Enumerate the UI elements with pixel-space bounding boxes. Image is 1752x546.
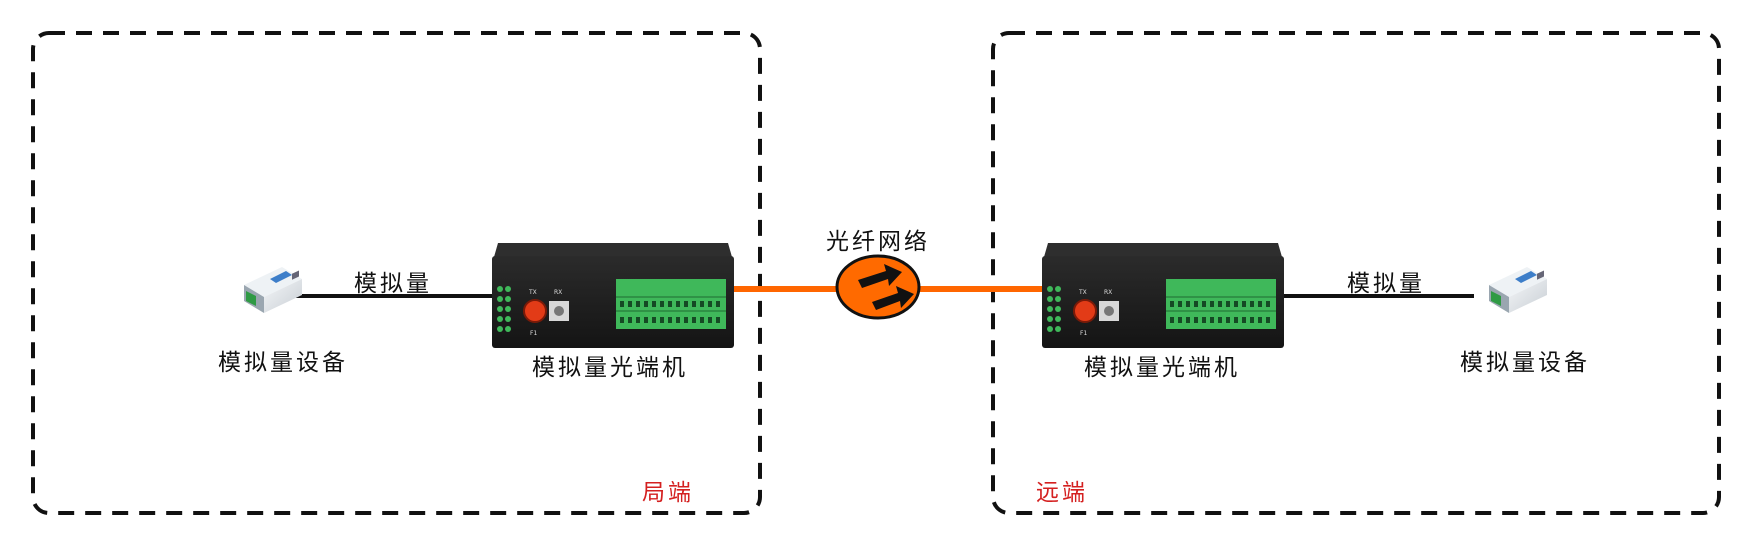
remote-tx-label: TX [1078,289,1087,296]
remote-port-label: F1 [1080,330,1087,337]
remote-analog-device-icon [1489,267,1547,313]
remote-transceiver-label: 模拟量光端机 [1084,355,1240,381]
local-rx-label: RX [554,289,562,296]
local-port-label: F1 [530,330,537,337]
fiber-network-icon [835,254,921,320]
local-transceiver-label: 模拟量光端机 [532,355,688,381]
remote-zone-frame [991,31,1721,515]
local-analog-device-label: 模拟量设备 [218,350,348,376]
remote-rx-label: RX [1104,289,1112,296]
remote-zone-label: 远端 [1036,480,1088,506]
local-tx-label: TX [528,289,537,296]
local-tx-port [523,299,547,323]
fiber-network-label: 光纤网络 [826,229,930,255]
remote-tx-port [1073,299,1097,323]
local-zone-label: 局端 [642,480,694,506]
local-zone-frame [31,31,762,515]
remote-transceiver-icon: TX RX F1 [1042,243,1284,348]
local-transceiver-icon: TX RX F1 [492,243,734,348]
remote-analog-link-label: 模拟量 [1347,271,1425,297]
remote-analog-device-label: 模拟量设备 [1460,350,1590,376]
local-analog-link-label: 模拟量 [354,271,432,297]
local-analog-device-icon [244,267,302,313]
